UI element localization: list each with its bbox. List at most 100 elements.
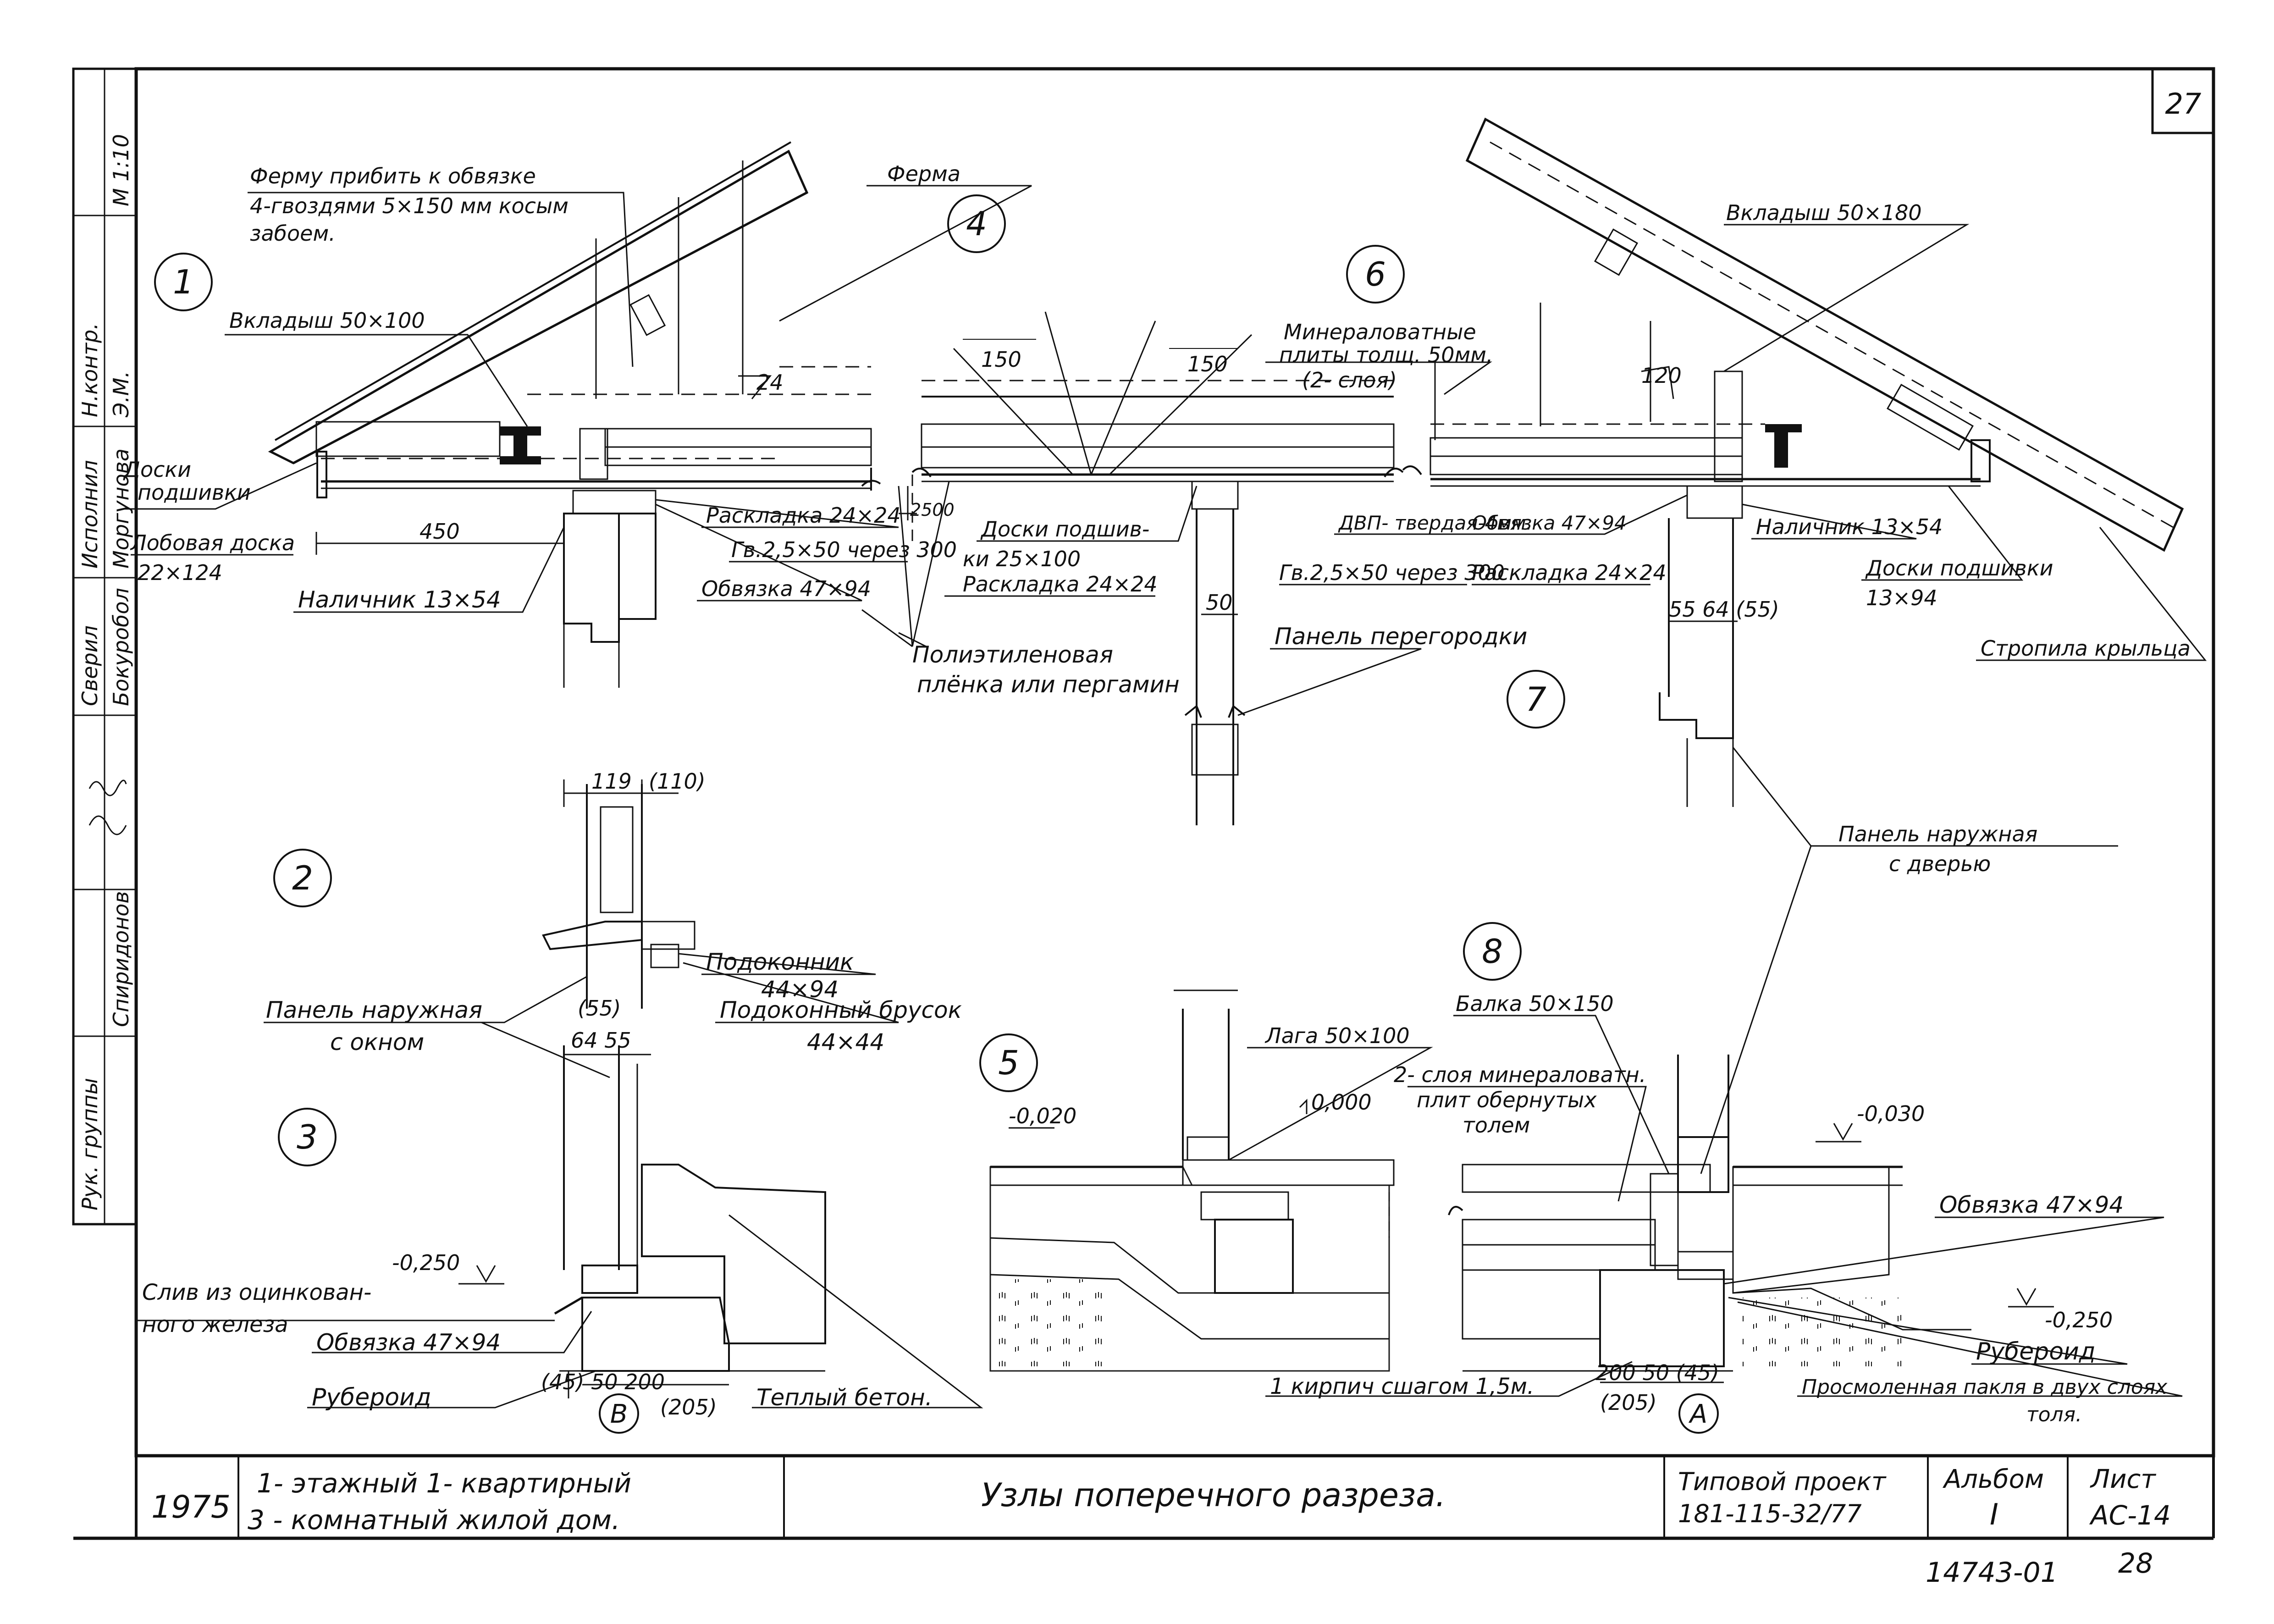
label-mineral-8-1: 2- слоя минераловатн. <box>1394 1062 1646 1087</box>
label-mineral-2: плиты толщ. 50мм. <box>1279 342 1493 367</box>
stamp-cell-5: Исполнил <box>77 460 102 569</box>
title-project-label: Типовой проект <box>1678 1467 1887 1496</box>
svg-text:3: 3 <box>297 1118 318 1156</box>
label-sliv-2: ного железа <box>142 1312 288 1337</box>
label-doski-podshivki: Доски <box>123 457 191 482</box>
stamp-cell-4: Бокуробол <box>109 588 133 706</box>
label-obvyazka-8: Обвязка 47×94 <box>1939 1192 2124 1218</box>
dimension-lines <box>315 366 1738 1386</box>
stamp-cell-1: Рук. группы <box>77 1078 102 1210</box>
label-podokonnik-size: 44×94 <box>761 976 839 1003</box>
label-film-1: Полиэтиленовая <box>912 641 1113 668</box>
label-napichnik-left: Наличник 13×54 <box>298 586 501 613</box>
stamp-cell-9: М 1:10 <box>109 134 133 206</box>
label-dim-205-8: (205) <box>1600 1390 1657 1415</box>
label-ruberoid-3: Рубероид <box>312 1384 431 1411</box>
label-film-2: плёнка или пергамин <box>917 671 1180 698</box>
label-raskladka-right: Раскладка 24×24 <box>1472 560 1667 585</box>
bottom-page: 28 <box>2118 1547 2153 1580</box>
label-level-m0250-right: -0,250 <box>2045 1308 2113 1332</box>
label-panel-window-2: с окном <box>330 1029 424 1055</box>
svg-text:2: 2 <box>292 859 313 897</box>
stamp-cell-3: Сверил <box>77 625 102 706</box>
label-dim-150a: 150 <box>981 347 1021 372</box>
title-album-label: Альбом <box>1943 1464 2044 1494</box>
label-doski-right: Доски подшивки <box>1865 556 2053 580</box>
label-level-m0030: -0,030 <box>1857 1101 1925 1126</box>
label-ruberoid-8: Рубероид <box>1976 1338 2096 1365</box>
labels: Ферму прибить к обвязке 4-гвоздями 5×150… <box>123 161 2191 1426</box>
label-dims-8-bottom: 200 50 (45) <box>1595 1360 1719 1385</box>
corner-sheet-number: 27 <box>2151 67 2215 134</box>
label-level-0000: 0,000 <box>1311 1090 1372 1115</box>
label-dim-110: (110) <box>649 769 706 794</box>
label-farm-note-3: забоем. <box>250 221 336 246</box>
detail-node-6 <box>1402 117 2184 807</box>
label-doski-podshivki-2: подшивки <box>138 480 251 505</box>
detail-node-2 <box>542 779 695 1009</box>
label-mineral-8-3: толем <box>1463 1113 1530 1138</box>
label-dims-3-bottom: (45) 50 200 <box>541 1370 665 1394</box>
label-doski-mid-2: ки 25×100 <box>963 547 1081 571</box>
svg-text:6: 6 <box>1365 255 1386 293</box>
bottom-code: 14743-01 <box>1926 1557 2058 1589</box>
label-kirpich: 1 кирпич сшагом 1,5м. <box>1270 1374 1534 1399</box>
label-dim-64-55: 64 55 <box>571 1028 631 1053</box>
svg-text:8: 8 <box>1482 932 1503 971</box>
label-dim-50: 50 <box>1206 590 1233 615</box>
label-dim-24: 24 <box>756 370 784 395</box>
title-name-line1: 1- этажный 1- квартирный <box>257 1468 631 1499</box>
label-panel-door-1: Панель наружная <box>1838 822 2037 846</box>
svg-text:1: 1 <box>173 263 194 301</box>
detail-node-4 <box>911 311 1404 825</box>
node-6: 6 <box>1346 245 1405 304</box>
label-level-m0250-left: -0,250 <box>392 1250 460 1275</box>
title-sheet-name: Узлы поперечного разреза. <box>981 1476 1446 1514</box>
stamp-cell-8: Э.М. <box>109 371 133 418</box>
label-dim-120: 120 <box>1641 363 1682 388</box>
label-napichnik-right: Наличник 13×54 <box>1756 514 1943 539</box>
label-dim-119: 119 <box>591 769 632 794</box>
label-dim-55p: (55) <box>578 996 621 1021</box>
title-album-value: I <box>1990 1498 1998 1532</box>
label-raskladka-mid: Раскладка 24×24 <box>963 572 1158 597</box>
node-7: 7 <box>1507 670 1565 729</box>
label-teply-beton: Теплый бетон. <box>756 1384 933 1411</box>
label-dims-55-64-55: 55 64 (55) <box>1669 597 1779 622</box>
detail-node-5 <box>989 989 1395 1372</box>
node-8: 8 <box>1463 922 1522 981</box>
label-mineral-1: Минераловатные <box>1284 320 1476 344</box>
label-podok-brusok-size: 44×44 <box>807 1029 884 1055</box>
label-dim-2500: 2500 <box>910 500 955 520</box>
detail-node-3 <box>458 1045 826 1398</box>
label-lobovaya-size: 22×124 <box>138 560 222 585</box>
signature-2 <box>88 779 127 796</box>
label-sliv-1: Слив из оцинкован- <box>142 1280 371 1305</box>
label-dim-450: 450 <box>419 519 460 544</box>
label-dvp: ДВП- твердая-4мм. <box>1338 512 1532 534</box>
svg-text:4: 4 <box>966 204 987 243</box>
sheet-frame <box>73 67 2215 1458</box>
label-lobovaya: Лобовая доска <box>130 530 295 555</box>
title-block: 1975 1- этажный 1- квартирный 3 - комнат… <box>73 1456 2215 1589</box>
label-dim-205-3: (205) <box>660 1395 717 1420</box>
svg-text:А: А <box>1689 1399 1707 1429</box>
node-2: 2 <box>273 849 332 907</box>
axis-mark-v: В <box>599 1393 639 1434</box>
label-podokonnik: Подоконник <box>706 949 854 975</box>
label-panel-peregorodki: Панель перегородки <box>1275 623 1527 650</box>
label-laga: Лага 50×100 <box>1264 1023 1410 1048</box>
svg-text:27: 27 <box>2165 87 2202 121</box>
label-obvyazka-right: Обвязка 47×94 <box>1472 512 1627 534</box>
label-mineral-8-2: плит обернутых <box>1417 1088 1597 1112</box>
label-dim-150b: 150 <box>1187 352 1228 376</box>
title-project-number: 181-115-32/77 <box>1678 1499 1862 1528</box>
signature-1 <box>88 815 127 835</box>
label-podok-brusok: Подоконный брусок <box>720 997 962 1023</box>
label-paklya-1: Просмоленная пакля в двух слоях <box>1802 1375 2168 1399</box>
label-mineral-3: (2- слоя) <box>1302 368 1397 392</box>
title-name-line2: 3 - комнатный жилой дом. <box>248 1504 620 1536</box>
label-doski-right-size: 13×94 <box>1866 586 1937 610</box>
title-year: 1975 <box>151 1489 231 1525</box>
